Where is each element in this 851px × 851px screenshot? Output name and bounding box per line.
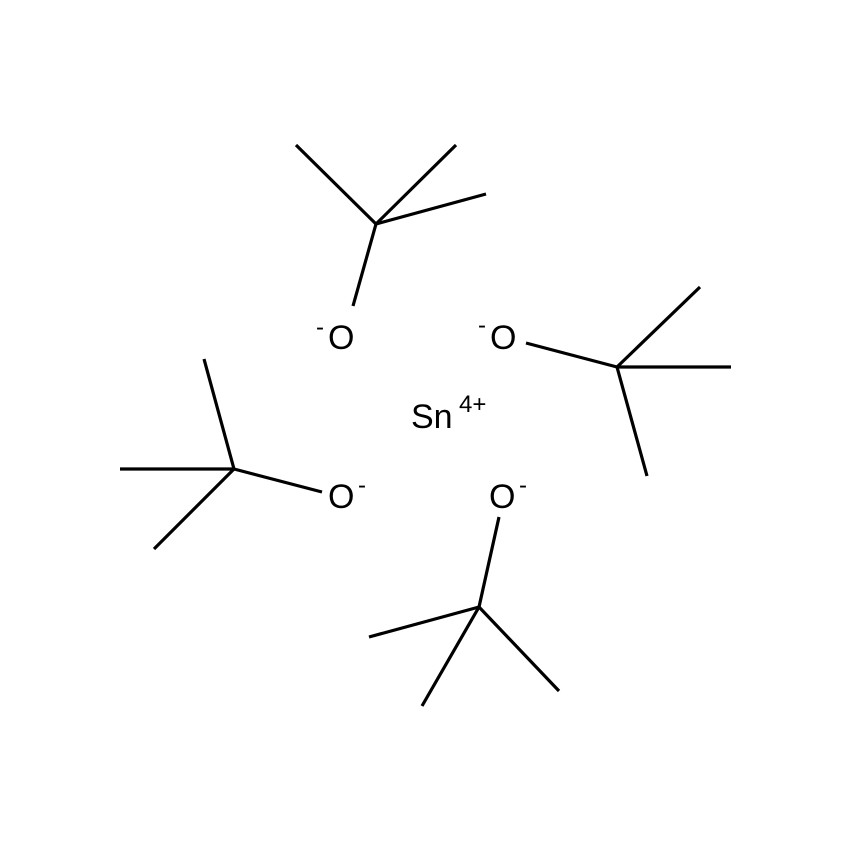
atom-left-o: O [328,478,354,516]
atom-top-o: O [328,319,354,357]
bond-left-c-o [233,467,323,494]
ligand-bottom: O - [368,472,561,707]
ligand-right: - O [478,285,731,477]
bond-top-methyl-3 [375,192,487,226]
charge-right-o: - [478,312,486,339]
charge-left-o: - [358,472,366,499]
bond-bottom-methyl-3 [477,605,561,693]
center-atom: Sn 4+ [411,391,486,436]
bond-right-o-c [525,341,618,369]
bond-bottom-methyl-2 [420,606,481,707]
bond-top-methyl-2 [374,143,458,226]
atom-sn: Sn [411,398,453,436]
bond-bottom-methyl-1 [368,605,480,639]
charge-bottom-o: - [519,472,527,499]
bond-top-methyl-1 [294,143,378,226]
charge-sn: 4+ [459,391,486,418]
atom-bottom-o: O [489,478,515,516]
bond-top-c-o [351,223,378,307]
ligand-top: - O [294,143,487,357]
charge-top-o: - [316,314,324,341]
bond-bottom-o-c [477,516,501,608]
bond-right-methyl-1 [615,285,702,369]
bond-right-methyl-3 [615,366,649,477]
ligand-left: O - [120,358,366,551]
atom-right-o: O [490,319,516,357]
bond-left-methyl-1 [202,358,236,470]
bond-left-methyl-3 [152,467,236,551]
